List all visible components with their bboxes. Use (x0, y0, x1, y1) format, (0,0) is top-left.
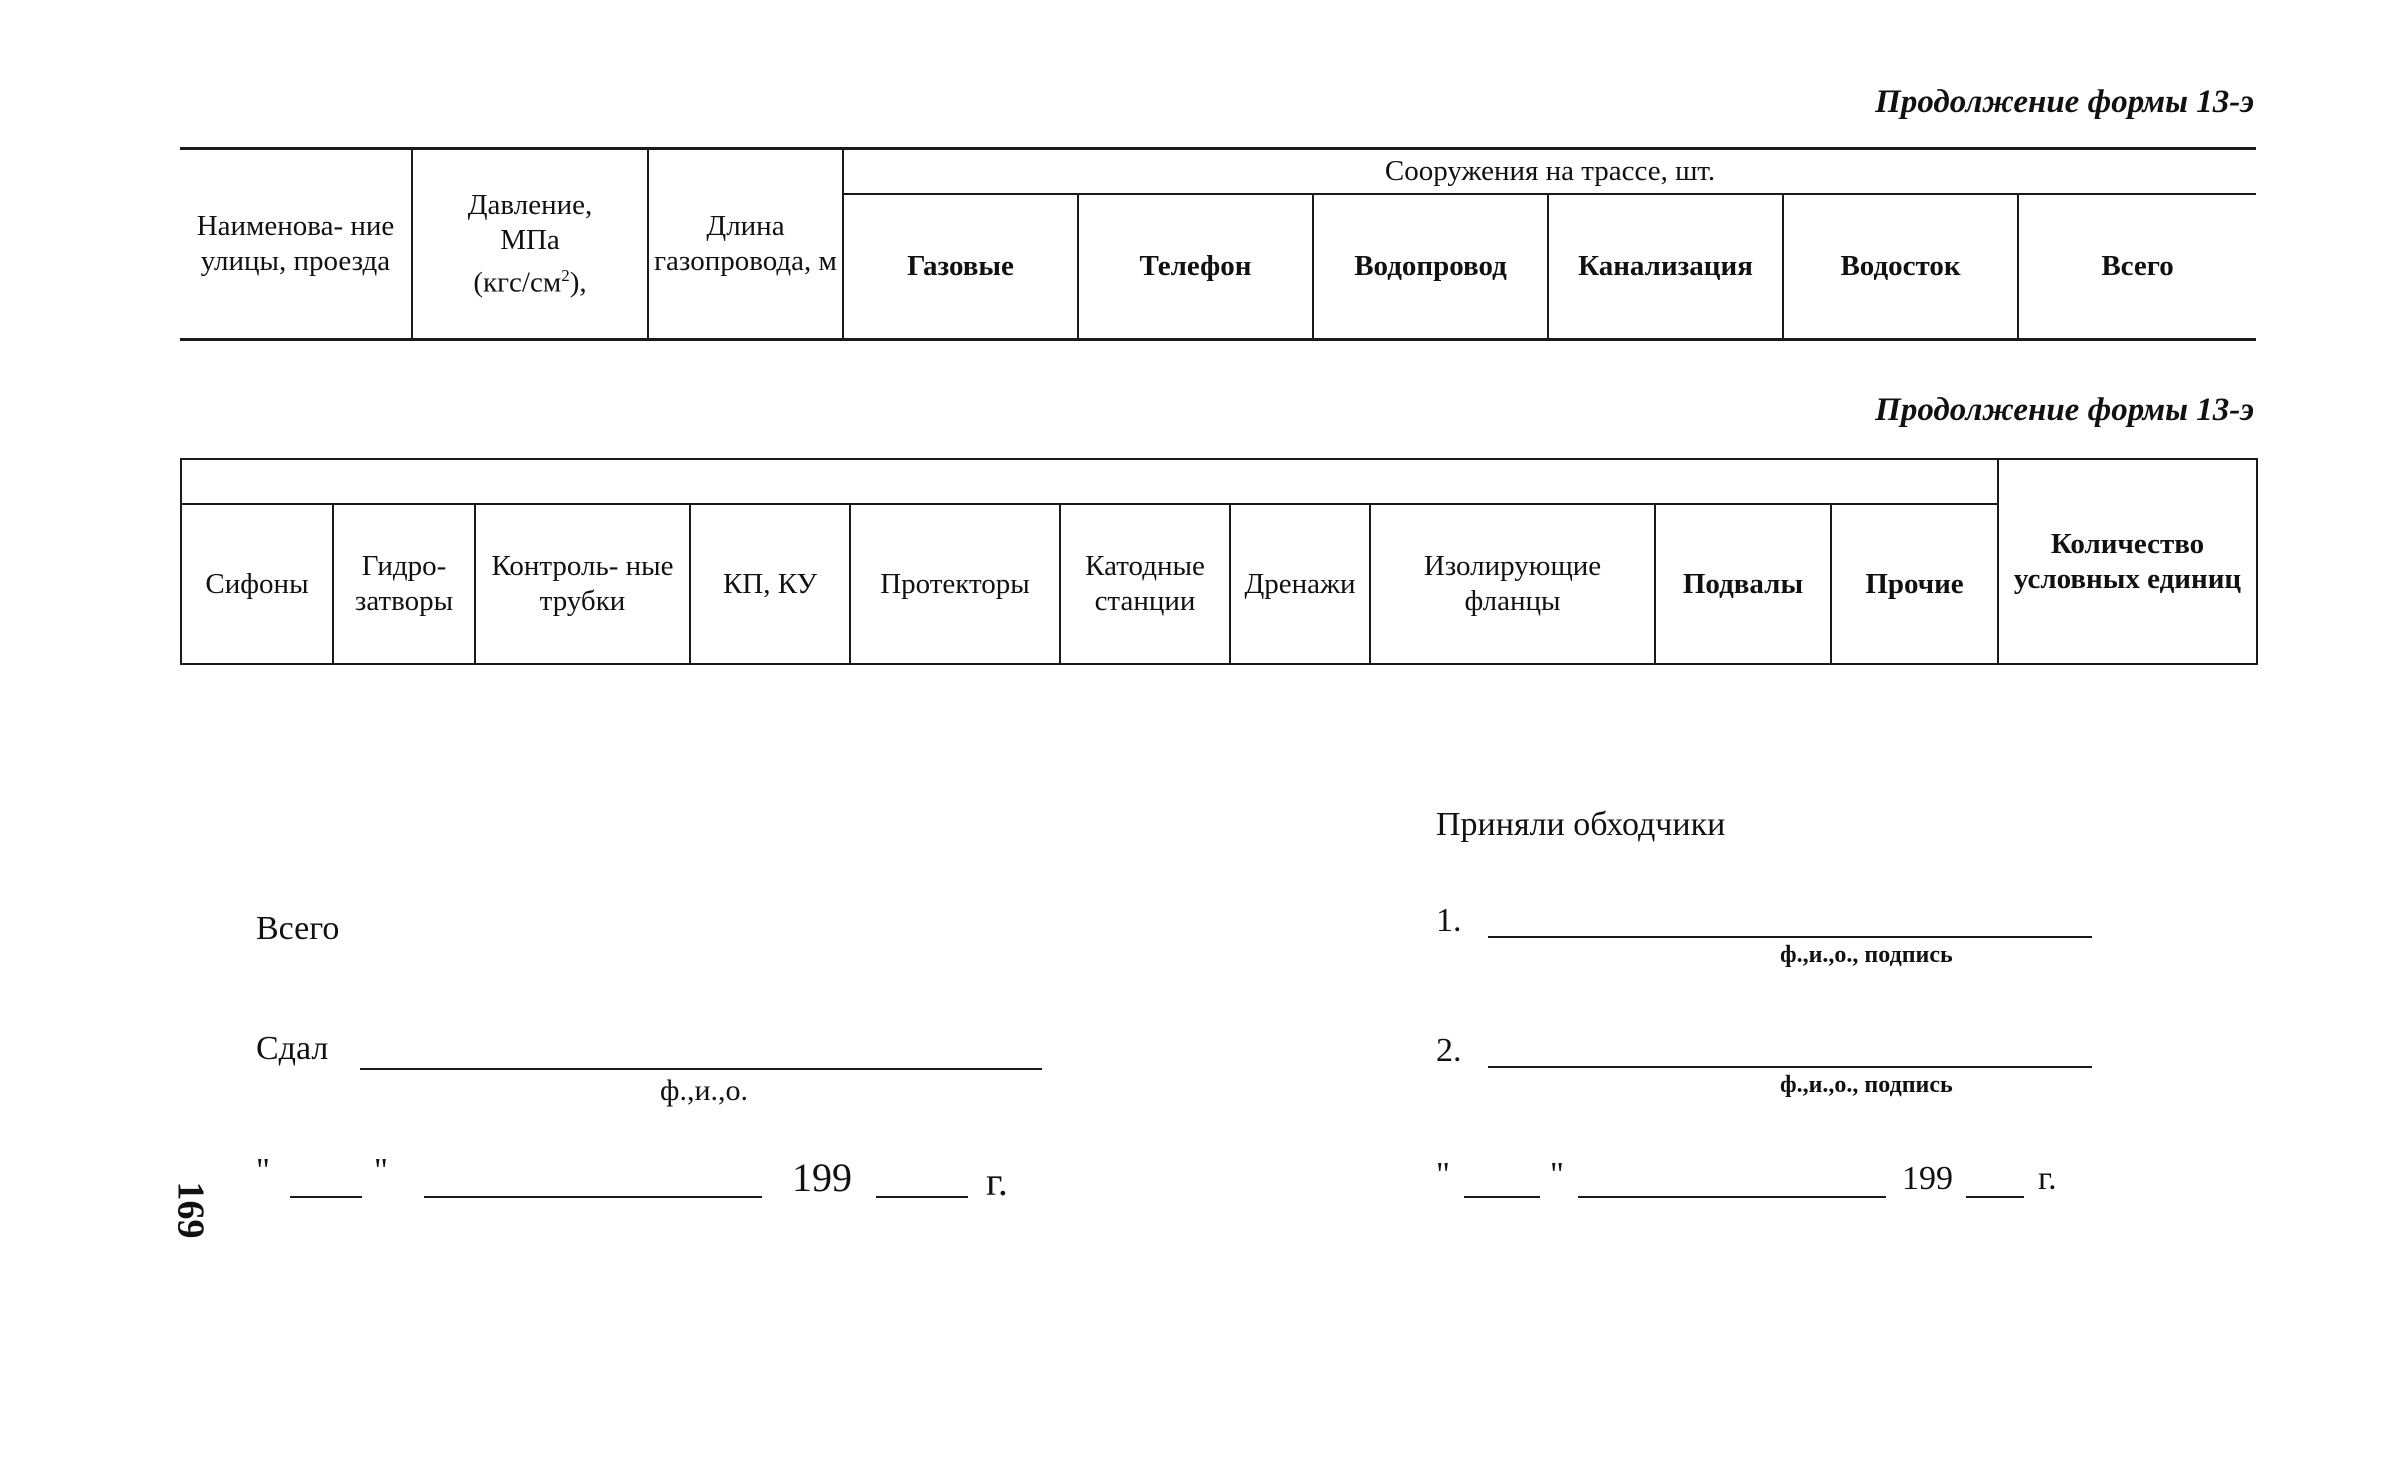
handed-hint: ф.,и.,о. (660, 1074, 748, 1107)
walker-1-number: 1. (1436, 902, 1462, 939)
walker-1-signature-line[interactable] (1488, 936, 2092, 938)
header-water-seals: Гидро- затворы (332, 503, 476, 665)
structures-table: Наименова- ние улицы, проезда Давление, … (180, 147, 2257, 341)
header-telephone: Телефон (1077, 192, 1314, 341)
date-year-line[interactable] (876, 1196, 968, 1198)
header-drainages: Дренажи (1229, 503, 1371, 665)
header-water-supply: Водопровод (1312, 192, 1549, 341)
header-total: Всего (2016, 192, 2257, 341)
date-month-line[interactable] (424, 1196, 762, 1198)
header-structures-group: Сооружения на трассе, шт. (841, 147, 2257, 195)
header-control-tubes: Контроль- ные трубки (474, 503, 691, 665)
date-day-line[interactable] (290, 1196, 362, 1198)
walker-2-signature-line[interactable] (1488, 1066, 2092, 1068)
walker-2-number: 2. (1436, 1032, 1462, 1069)
header-insulating-flanges: Изолирующие фланцы (1369, 503, 1656, 665)
page-number: 169 (169, 1181, 212, 1239)
right-date-day-line[interactable] (1464, 1196, 1540, 1198)
form-caption-top: Продолжение формы 13-э (1875, 84, 2254, 120)
header-other: Прочие (1830, 503, 1999, 665)
header-conventional-units: Количество условных единиц (1997, 458, 2258, 665)
header-street-name: Наименова- ние улицы, проезда (180, 147, 413, 341)
header-pressure: Давление, МПа (кгс/см2), (411, 147, 649, 341)
date-open-quote: " (256, 1152, 270, 1189)
right-date-year-suffix: г. (2038, 1160, 2057, 1197)
table2-blank-header (180, 458, 1999, 505)
header-siphons: Сифоны (180, 503, 334, 665)
equipment-table: Количество условных единиц Сифоны Гидро-… (180, 458, 2258, 665)
handed-signature-line[interactable] (360, 1068, 1042, 1070)
right-date-open-quote: " (1436, 1156, 1450, 1193)
header-protectors: Протекторы (849, 503, 1061, 665)
header-basements: Подвалы (1654, 503, 1832, 665)
right-date-close-quote: " (1550, 1156, 1564, 1193)
walker-2-hint: ф.,и.,о., подпись (1780, 1072, 1953, 1098)
handed-label: Сдал (256, 1030, 329, 1067)
form-caption-bottom: Продолжение формы 13-э (1875, 392, 2254, 428)
date-close-quote: " (374, 1152, 388, 1189)
walker-1-hint: ф.,и.,о., подпись (1780, 942, 1953, 968)
header-gas: Газовые (842, 192, 1079, 341)
header-kp-ku: КП, КУ (689, 503, 851, 665)
right-date-year-prefix: 199 (1902, 1160, 1953, 1197)
total-label: Всего (256, 910, 340, 947)
date-year-prefix: 199 (792, 1155, 852, 1200)
header-drain: Водосток (1782, 192, 2019, 341)
header-pipeline-length: Длина газопровода, м (647, 147, 844, 341)
date-year-suffix: г. (986, 1159, 1008, 1204)
right-date-month-line[interactable] (1578, 1196, 1886, 1198)
header-sewer: Канализация (1547, 192, 1784, 341)
right-date-year-line[interactable] (1966, 1196, 2024, 1198)
header-cathode-stations: Катодные станции (1059, 503, 1231, 665)
accepted-title: Приняли обходчики (1436, 806, 1726, 843)
